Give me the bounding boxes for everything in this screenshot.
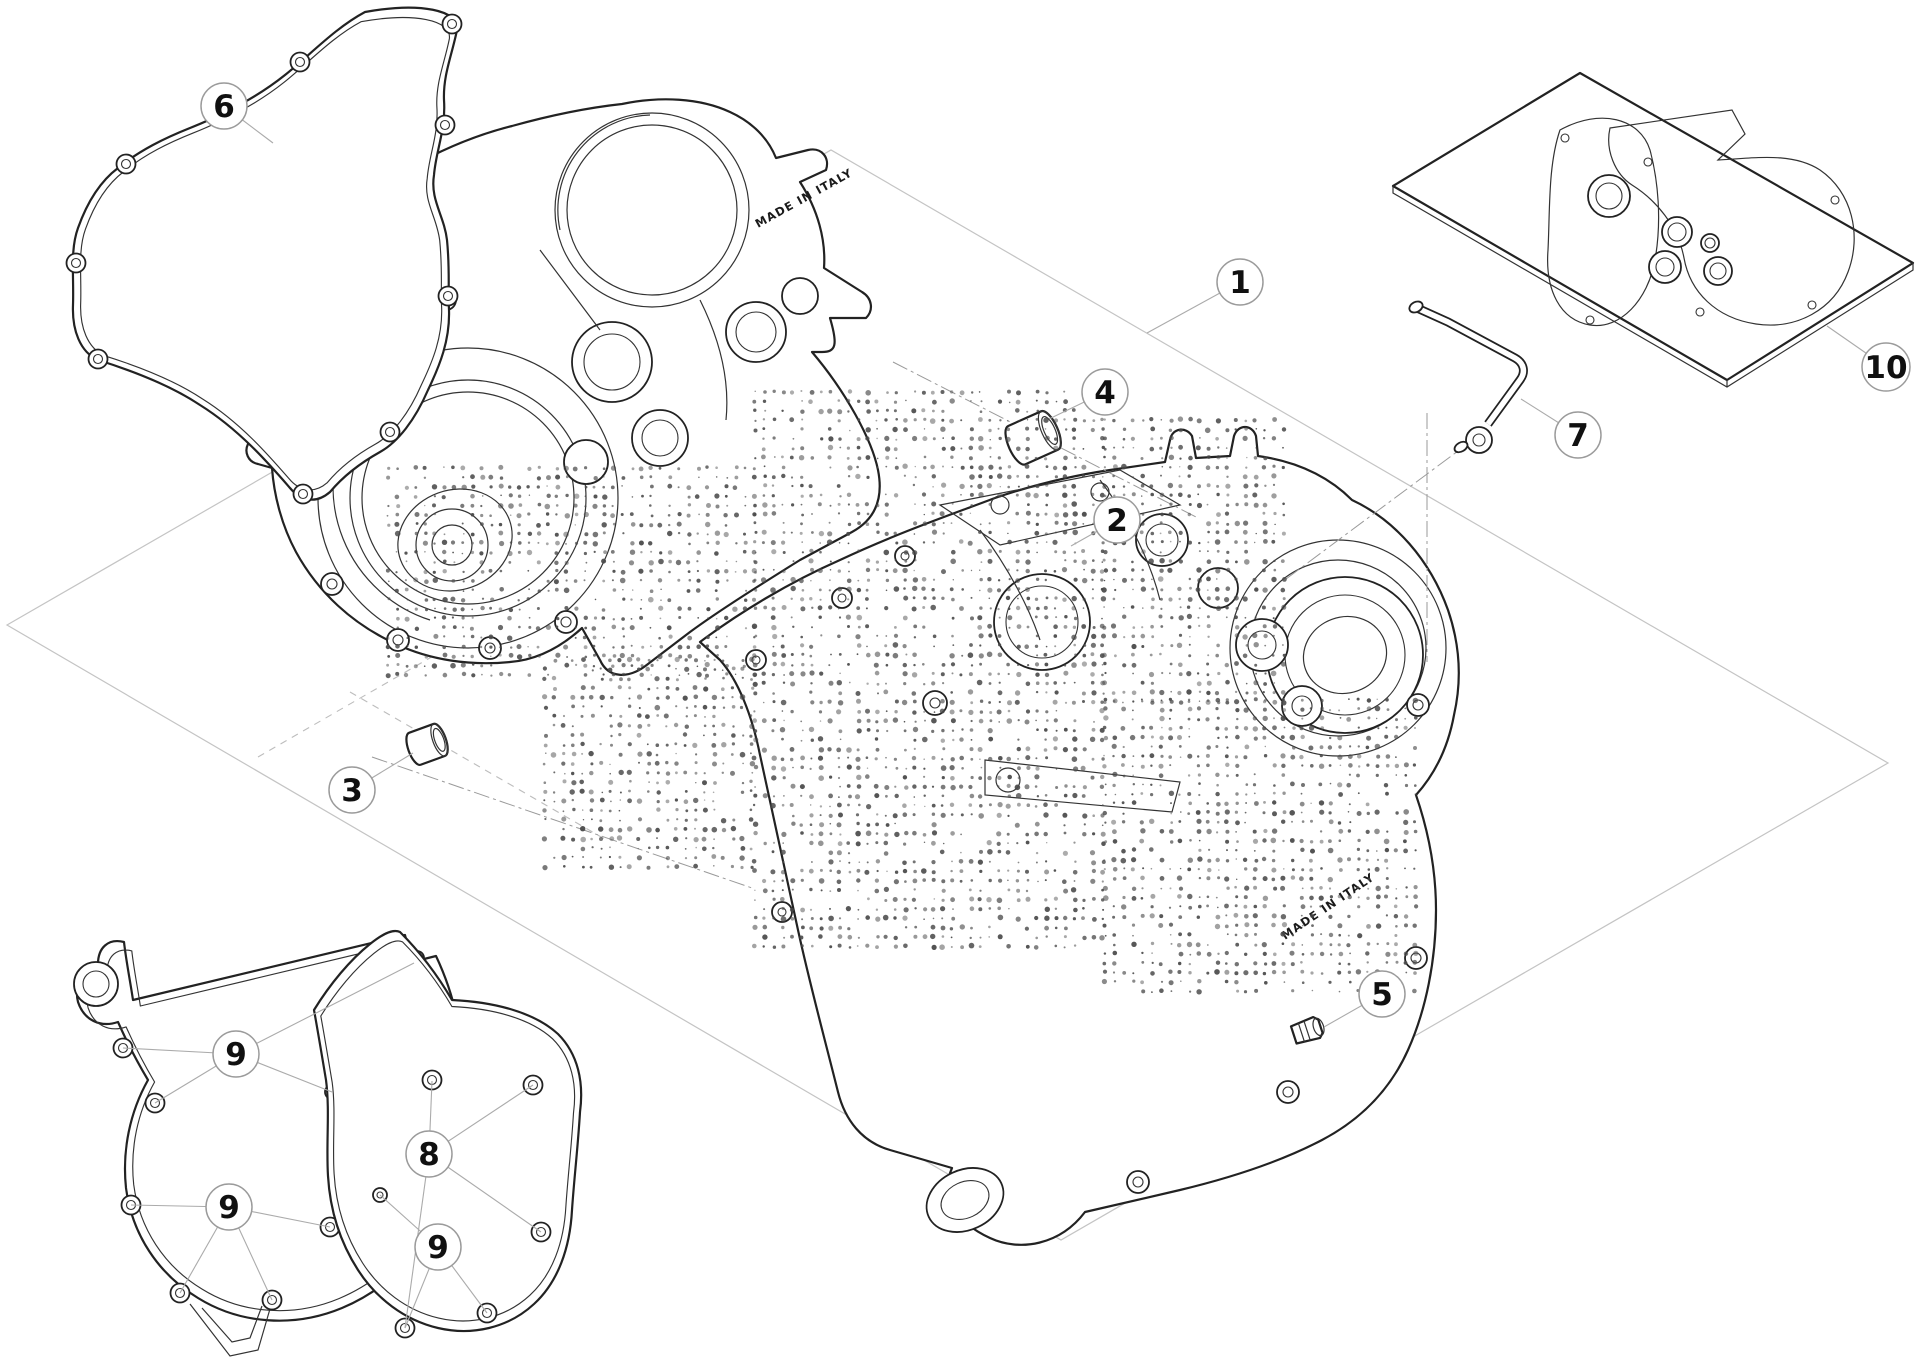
- balloon-7[interactable]: 7: [1554, 411, 1602, 459]
- balloon-9[interactable]: 9: [414, 1223, 462, 1271]
- part-gasket-kit-sheet: [1391, 71, 1915, 388]
- balloon-2[interactable]: 2: [1093, 496, 1141, 544]
- balloon-9[interactable]: 9: [212, 1030, 260, 1078]
- part-plug-5: [1289, 1015, 1325, 1045]
- svg-text:7: 7: [1567, 418, 1589, 454]
- part-ignition-cover-gasket-bottom: [312, 929, 583, 1339]
- balloon-6[interactable]: 6: [200, 82, 248, 130]
- balloon-8[interactable]: 8: [405, 1130, 453, 1178]
- balloon-5[interactable]: 5: [1358, 970, 1406, 1018]
- part-vent-tube-7: [1408, 300, 1528, 454]
- svg-text:1: 1: [1229, 265, 1251, 301]
- svg-text:2: 2: [1106, 503, 1128, 539]
- svg-text:4: 4: [1094, 375, 1116, 411]
- case-bolt-bosses: [745, 545, 1430, 1194]
- leader-line: [235, 962, 415, 1055]
- seal-rings: [1560, 133, 1840, 325]
- svg-text:9: 9: [225, 1037, 247, 1073]
- svg-text:9: 9: [427, 1230, 449, 1266]
- part-bushing-3: [405, 722, 449, 766]
- svg-text:8: 8: [418, 1137, 440, 1173]
- part-clutch-cover-gasket-top: [65, 6, 463, 505]
- balloon-9[interactable]: 9: [205, 1183, 253, 1231]
- svg-text:9: 9: [218, 1190, 240, 1226]
- svg-text:5: 5: [1371, 977, 1393, 1013]
- svg-text:6: 6: [213, 89, 235, 125]
- axis-centerlines: [371, 361, 1463, 889]
- part-bushing-4: [1004, 409, 1062, 466]
- balloon-1[interactable]: 1: [1216, 258, 1264, 306]
- svg-text:3: 3: [341, 773, 363, 809]
- callout-balloons: 1 2 3 4 5 6 7 8 9 9 9 10: [200, 82, 1911, 1271]
- balloon-3[interactable]: 3: [328, 766, 376, 814]
- part-crankcase-right: MADE IN ITALY: [698, 425, 1460, 1246]
- watermark-halftone-dots: [385, 389, 1419, 995]
- balloon-4[interactable]: 4: [1081, 368, 1129, 416]
- balloon-10[interactable]: 10: [1861, 342, 1911, 392]
- svg-text:10: 10: [1864, 350, 1907, 386]
